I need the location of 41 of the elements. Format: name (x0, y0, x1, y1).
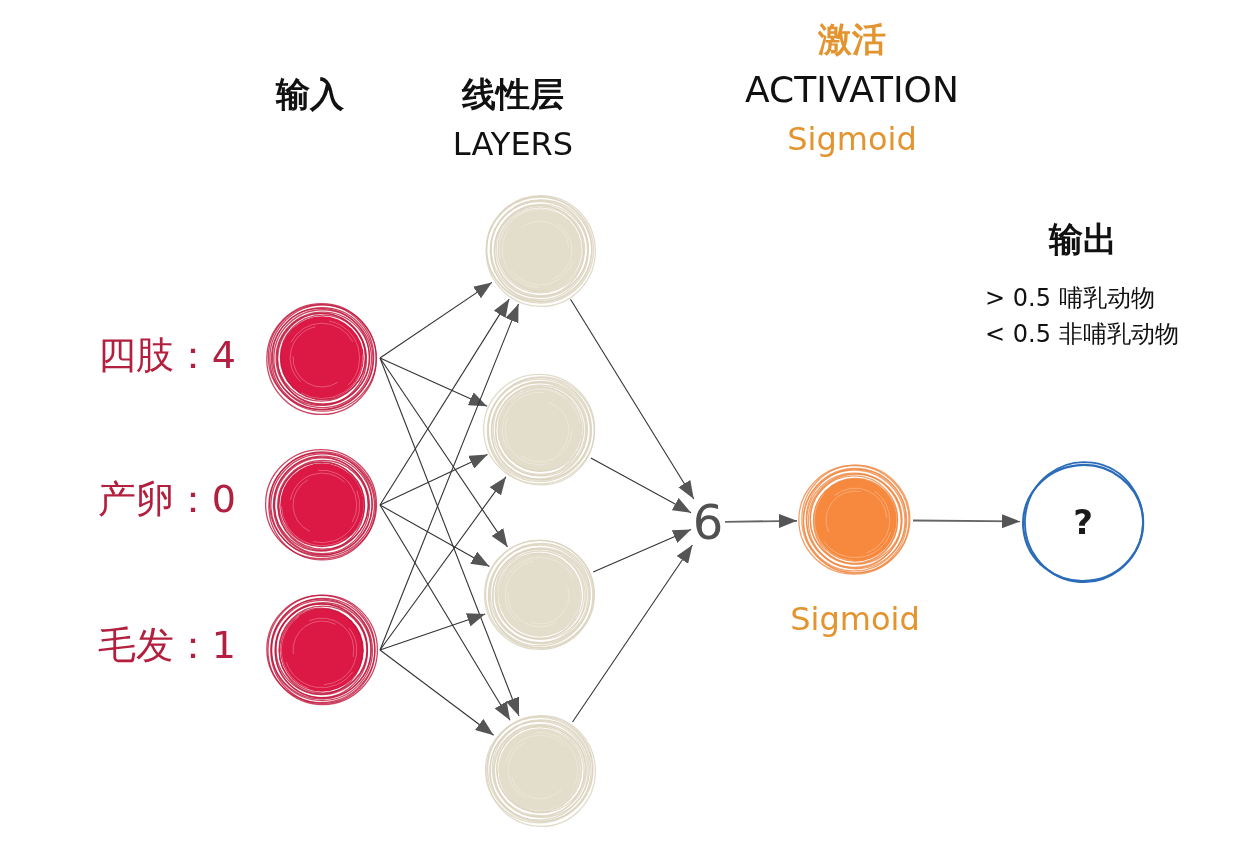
column-subheading: ACTIVATION (745, 70, 959, 110)
column-heading: 输出 (1049, 221, 1117, 259)
arrow (379, 476, 507, 651)
arrow (379, 357, 520, 717)
arrow (592, 528, 692, 573)
neuron-circle (482, 372, 598, 488)
column-heading: 线性层 (462, 76, 564, 114)
arrow (379, 613, 486, 651)
sum-value: 6 (691, 499, 725, 545)
threshold-rule: > 0.5 哺乳动物 (985, 284, 1155, 312)
feature-label: 产卵：0 (97, 479, 236, 521)
column-subheading: LAYERS (452, 127, 574, 163)
arrow (379, 504, 490, 568)
threshold-rule: < 0.5 非哺乳动物 (985, 320, 1179, 348)
arrow (379, 504, 511, 721)
arrow (379, 357, 509, 548)
arrow (724, 514, 798, 529)
function-name: Sigmoid (787, 122, 917, 158)
arrow (379, 454, 489, 506)
neuron-circle (264, 300, 380, 416)
arrow (379, 357, 488, 407)
arrow (379, 298, 510, 506)
neuron-circle (482, 537, 598, 653)
arrow (912, 514, 1021, 529)
feature-label: 毛发：1 (97, 625, 236, 667)
arrow (571, 544, 693, 723)
neuron-circle (264, 447, 380, 563)
arrow (569, 298, 695, 500)
arrow (590, 457, 692, 514)
neuron-circle (264, 592, 380, 708)
neuron-circle (797, 462, 913, 578)
function-name: Sigmoid (790, 602, 920, 638)
output-circle (1020, 459, 1146, 585)
question-mark: ? (1073, 505, 1093, 539)
neuron-circle (482, 712, 598, 828)
feature-label: 四肢：4 (97, 335, 236, 377)
arrow (379, 649, 495, 736)
arrow (379, 303, 520, 651)
column-heading: 输入 (276, 76, 344, 114)
arrow (379, 281, 493, 359)
column-heading: 激活 (818, 21, 886, 59)
